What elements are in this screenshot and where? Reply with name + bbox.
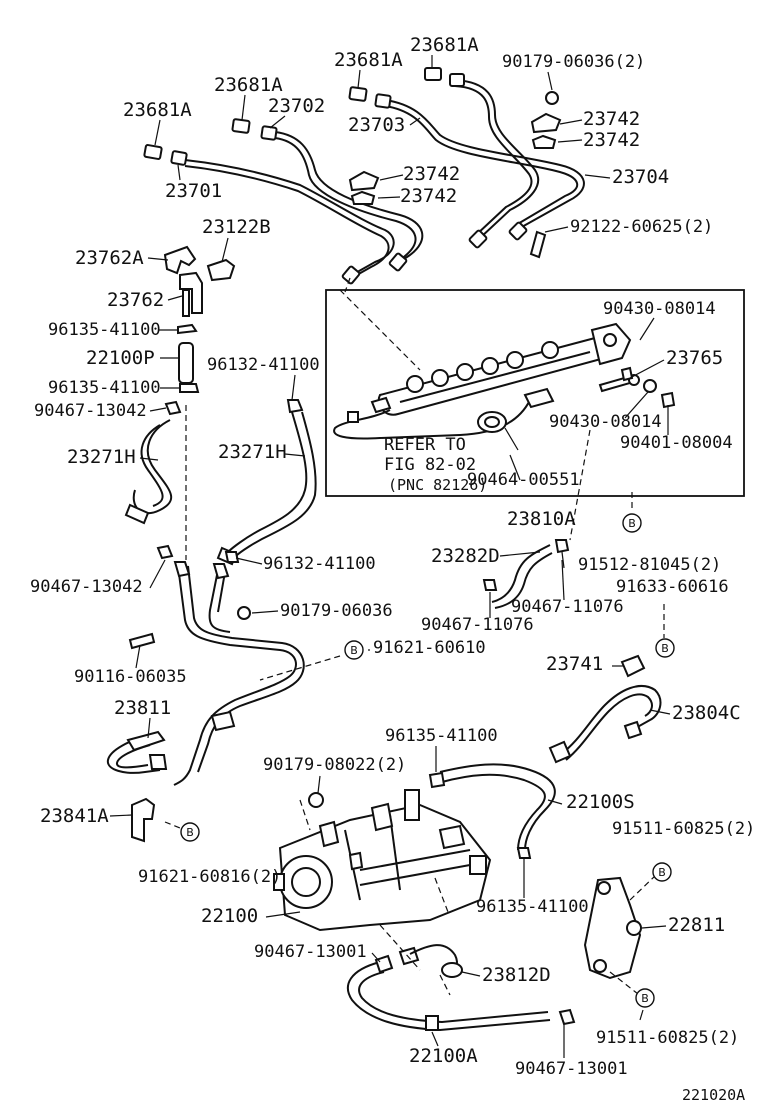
part-label-p20: 22100P: [86, 347, 155, 369]
inset-box: [325, 289, 745, 497]
part-label-p39: 90179-06036: [280, 601, 393, 621]
part-label-p60: 90467-13001: [515, 1059, 628, 1079]
part-label-p58: 91511-60825(2): [596, 1028, 739, 1048]
part-label-p33: 23810A: [507, 508, 576, 530]
reference-marker-m2: B: [655, 638, 675, 658]
part-label-p4: 23681A: [410, 34, 479, 56]
part-label-p30: FIG 82-02: [384, 455, 476, 475]
part-label-p52: 91621-60816(2): [138, 867, 281, 887]
pipe-fittings: [143, 67, 562, 285]
part-label-p12: 23742: [400, 185, 457, 207]
part-label-p38: 91633-60616: [616, 577, 729, 597]
part-label-p28: 23271H: [67, 446, 136, 468]
part-label-p51: 91511-60825(2): [612, 819, 755, 839]
part-label-p1: 23681A: [123, 99, 192, 121]
part-label-p19: 96135-41100: [48, 320, 161, 340]
part-label-p59: 22100A: [409, 1045, 478, 1067]
reference-marker-m6: B: [635, 988, 655, 1008]
leader-lines: [109, 55, 671, 1058]
part-label-p2: 23681A: [214, 74, 283, 96]
part-label-p10: 23701: [165, 180, 222, 202]
marker-letter: B: [661, 642, 669, 655]
reference-marker-m3: B: [344, 640, 364, 660]
reference-markers: B B B B B B: [180, 513, 675, 1008]
part-label-p15: 92122-60625(2): [570, 217, 713, 237]
marker-circle: [180, 822, 200, 842]
part-label-p17: 23762: [107, 289, 164, 311]
marker-letter: B: [350, 644, 358, 657]
part-label-p43: 23741: [546, 653, 603, 675]
marker-circle: [622, 513, 642, 533]
part-label-p16: 23762A: [75, 247, 144, 269]
injection-pipes: [184, 79, 585, 281]
part-label-p37: 90467-13042: [30, 577, 143, 597]
part-label-p53: 96135-41100: [476, 897, 589, 917]
marker-letter: B: [641, 992, 649, 1005]
part-labels: 23681A 23681A 23681A 23681A 90179-06036(2) 23…: [30, 34, 755, 1104]
marker-circle: [344, 640, 364, 660]
part-label-p5: 90179-06036(2): [502, 52, 645, 72]
pump-assembly: [273, 763, 576, 1032]
reference-marker-m1: B: [622, 513, 642, 533]
part-label-p24: 90467-13042: [34, 401, 147, 421]
part-label-p22: 23765: [666, 347, 723, 369]
marker-letter: B: [628, 517, 636, 530]
part-label-p27: 90401-08004: [620, 433, 733, 453]
part-label-p55: 22811: [668, 914, 725, 936]
part-label-p25: 90430-08014: [549, 412, 662, 432]
part-label-p26: REFER TO: [384, 435, 466, 455]
part-label-p32: 90464-00551: [467, 470, 580, 490]
part-label-p6: 23702: [268, 95, 325, 117]
part-label-p42: 91621-60610: [373, 638, 486, 658]
part-label-p41: 90467-11076: [421, 615, 534, 635]
dashed-guides: [164, 277, 665, 996]
marker-letter: B: [658, 866, 666, 879]
part-label-p40: 90467-11076: [511, 597, 624, 617]
part-label-p14: 23122B: [202, 216, 271, 238]
marker-letter: B: [186, 826, 194, 839]
part-label-p45: 23811: [114, 697, 171, 719]
part-label-p7: 23703: [348, 114, 405, 136]
part-label-p49: 22100S: [566, 791, 635, 813]
reference-marker-m5: B: [652, 862, 672, 882]
part-label-p13: 23704: [612, 166, 669, 188]
part-label-p21: 96132-41100: [207, 355, 320, 375]
part-label-p36: 91512-81045(2): [578, 555, 721, 575]
part-label-p54: 22100: [201, 905, 258, 927]
part-label-p47: 96135-41100: [385, 726, 498, 746]
part-label-p29: 23271H: [218, 441, 287, 463]
part-label-p31: (PNC 82126): [388, 476, 487, 494]
marker-circle: [652, 862, 672, 882]
part-label-p44: 90116-06035: [74, 667, 187, 687]
marker-circle: [655, 638, 675, 658]
part-label-p23: 96135-41100: [48, 378, 161, 398]
part-label-p11: 23742: [403, 163, 460, 185]
part-label-p34: 23282D: [431, 545, 500, 567]
marker-circle: [635, 988, 655, 1008]
part-label-p56: 90467-13001: [254, 942, 367, 962]
part-label-p9: 23742: [583, 129, 640, 151]
right-components: [482, 539, 662, 980]
part-label-p61: 221020A: [682, 1086, 745, 1104]
part-label-p57: 23812D: [482, 964, 551, 986]
part-label-p8: 23742: [583, 108, 640, 130]
part-label-p3: 23681A: [334, 49, 403, 71]
left-components: [106, 245, 317, 843]
part-label-p50: 23841A: [40, 805, 109, 827]
part-label-p46: 23804C: [672, 702, 741, 724]
reference-marker-m4: B: [180, 822, 200, 842]
part-label-p18: 90430-08014: [603, 299, 716, 319]
part-label-p35: 96132-41100: [263, 554, 376, 574]
part-label-p48: 90179-08022(2): [263, 755, 406, 775]
